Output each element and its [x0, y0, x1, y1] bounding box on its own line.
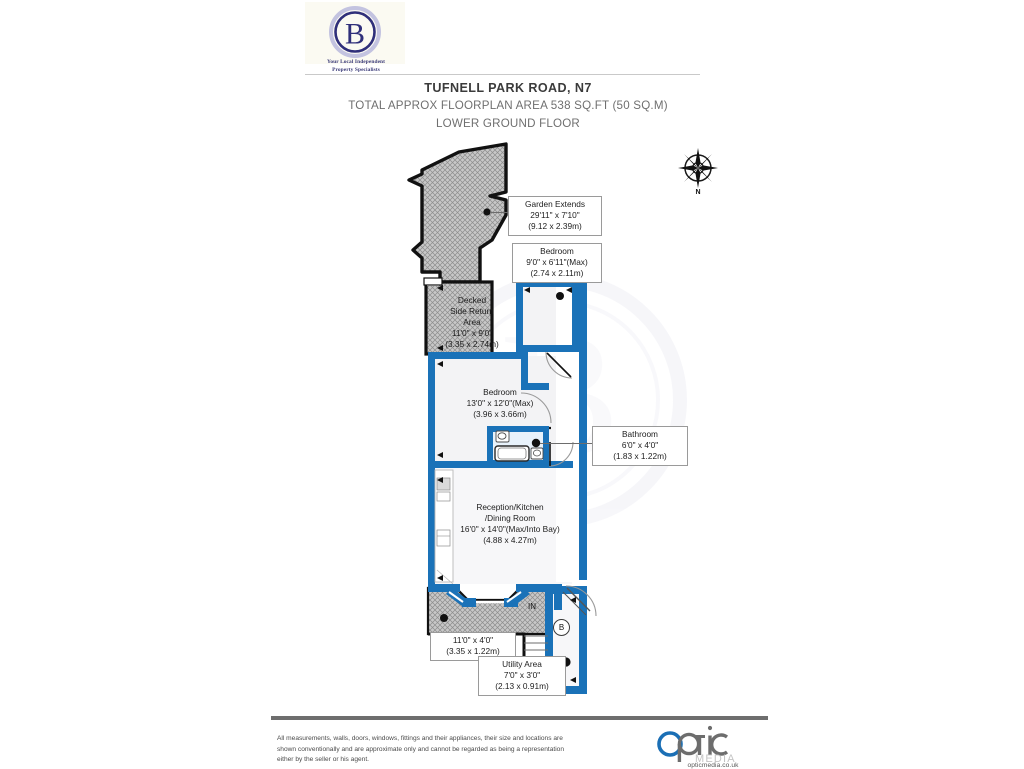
optic-media-logo: MEDIA [657, 725, 736, 765]
label-utility: Utility Area 7'0" x 3'0" (2.13 x 0.91m) [478, 656, 566, 696]
disclaimer-line2: shown conventionally and are approximate… [277, 745, 565, 753]
bedroom-rear-metric: (2.74 x 2.11m) [530, 267, 584, 278]
header-divider [305, 74, 700, 75]
bathroom-metric: (1.83 x 1.22m) [613, 450, 667, 461]
bathroom-leader [540, 443, 594, 444]
staircase [524, 635, 548, 658]
agency-logo: B [305, 2, 405, 64]
optic-media-subtext: MEDIA [695, 753, 736, 765]
front-area-metric: (3.35 x 1.22m) [446, 645, 500, 656]
garden-metric: (9.12 x 2.39m) [528, 220, 582, 231]
bathroom-imperial: 6'0" x 4'0" [621, 439, 659, 450]
compass-north-label: N [695, 189, 701, 196]
disclaimer-line3: either by the seller or his agent. [277, 756, 369, 764]
disclaimer-line1: All measurements, walls, doors, windows,… [277, 735, 563, 742]
label-garden: Garden Extends 29'11" x 7'10" (9.12 x 2.… [508, 196, 602, 236]
label-reception: Reception/Kitchen /Dining Room 16'0" x 1… [440, 500, 580, 549]
optic-media-url: opticmedia.co.uk [687, 762, 739, 769]
reception-name-2: /Dining Room [484, 512, 536, 523]
bedroom-rear-imperial: 9'0" x 6'11"(Max) [526, 256, 588, 267]
dimension-ticks [437, 285, 576, 683]
label-bedroom-rear: Bedroom 9'0" x 6'11"(Max) (2.74 x 2.11m) [512, 243, 602, 283]
decked-side-return-area [423, 277, 494, 356]
utility-metric: (2.13 x 0.91m) [495, 680, 549, 691]
utility-name: Utility Area [502, 659, 542, 669]
garden-area [407, 142, 508, 284]
logo-b-icon: B [329, 6, 381, 58]
decked-name-1: Decked [457, 295, 487, 305]
kitchen-units [434, 469, 454, 585]
agency-tagline-line1: Your Local Independent [326, 59, 386, 65]
agency-tagline: Your Local Independent Property Speciali… [300, 58, 412, 75]
label-decked-area: Decked Side Return Area 11'0" x 9'0" (3.… [432, 293, 512, 353]
svg-text:B: B [345, 18, 365, 51]
decked-metric: (3.35 x 2.74m) [445, 338, 499, 349]
utility-imperial: 7'0" x 3'0" [503, 669, 541, 680]
garden-leader [491, 212, 509, 213]
footer-disclaimer: All measurements, walls, doors, windows,… [277, 734, 637, 766]
bay-front [426, 584, 562, 660]
bedroom-main-metric: (3.96 x 3.66m) [473, 408, 527, 419]
building-walls [426, 280, 597, 694]
front-area-imperial: 11'0" x 4'0" [452, 635, 494, 645]
bedroom-main-imperial: 13'0" x 12'0"(Max) [466, 397, 534, 408]
reception-metric: (4.88 x 4.27m) [483, 534, 537, 545]
entrance-marker: IN [528, 602, 536, 611]
decked-imperial: 11'0" x 9'0" [451, 327, 493, 338]
reception-imperial: 16'0" x 14'0"(Max/Into Bay) [460, 523, 560, 534]
garden-imperial: 29'11" x 7'10" [530, 209, 580, 220]
boiler-marker: B [553, 619, 570, 636]
total-area: TOTAL APPROX FLOORPLAN AREA 538 SQ.FT (5… [348, 99, 668, 112]
reception-name-1: Reception/Kitchen [476, 502, 544, 512]
garden-name: Garden Extends [525, 199, 585, 209]
utility-corridor [524, 585, 597, 694]
bedroom-main-name: Bedroom [483, 387, 517, 397]
compass-rose-icon [678, 148, 718, 188]
bedroom-rear-name: Bedroom [540, 246, 574, 256]
decked-name-2: Side Return [450, 305, 494, 316]
floor-level: LOWER GROUND FLOOR [435, 117, 581, 130]
bathroom-name: Bathroom [622, 429, 658, 439]
label-bathroom: Bathroom 6'0" x 4'0" (1.83 x 1.22m) [592, 426, 688, 466]
property-address: TUFNELL PARK ROAD, N7 [424, 81, 592, 95]
bathroom-room [487, 426, 574, 467]
agency-tagline-line2: Property Specialists [332, 67, 380, 74]
decked-name-3: Area [463, 316, 481, 327]
footer-divider [271, 716, 768, 720]
label-bedroom-main: Bedroom 13'0" x 12'0"(Max) (3.96 x 3.66m… [437, 385, 563, 423]
compass: N [672, 146, 724, 204]
